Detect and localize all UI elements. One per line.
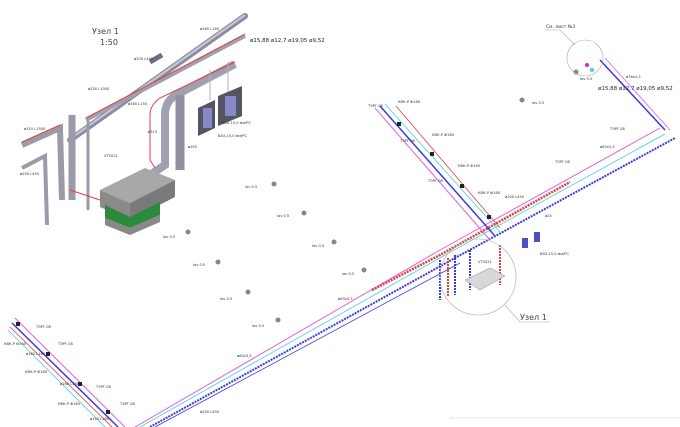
node-1-callout[interactable]: Узел 1 bbox=[520, 313, 547, 322]
node-title: Узел 1 bbox=[92, 27, 119, 36]
valve-label: КВК-Р Ф160 bbox=[4, 342, 27, 346]
condenser-label: ВАЗ-15,0 мм/РС bbox=[218, 134, 247, 138]
unit-label: VTS021 bbox=[478, 260, 492, 264]
dim-label: ø63х3,5 bbox=[600, 145, 615, 149]
node-1-callout-circle bbox=[439, 238, 517, 316]
dim-label: ø315 bbox=[148, 130, 157, 134]
big-duct bbox=[147, 60, 237, 179]
branch-label: ТЭРГ.08 bbox=[367, 104, 383, 108]
sprinkler: lav 0.5 bbox=[312, 239, 337, 248]
node-1-plan bbox=[439, 232, 540, 300]
svg-text:lav 0.5: lav 0.5 bbox=[220, 297, 232, 301]
sprinkler: lav 0.5 bbox=[573, 69, 592, 81]
condenser-label: ВАЗ-15,0 мм/РС bbox=[222, 121, 251, 125]
svg-text:lav 0.5: lav 0.5 bbox=[163, 235, 175, 239]
svg-text:lav 0.5: lav 0.5 bbox=[580, 77, 592, 81]
dim-label: ø200 L450 bbox=[134, 57, 154, 61]
branch-label: ТЭРГ.08 bbox=[35, 325, 51, 329]
horizontal-pipe-blue bbox=[21, 152, 49, 226]
gray-pipe-top-highlight bbox=[69, 14, 246, 140]
branch-label: ТЭРГ.08 bbox=[95, 385, 111, 389]
condenser-unit-2 bbox=[218, 86, 242, 126]
sprinkler: lav 0.5 bbox=[193, 259, 221, 267]
dim-label: ø160 L160 bbox=[26, 352, 46, 356]
dim-label: ø160 L150 bbox=[128, 102, 148, 106]
branch-label: ТЭРГ.08 bbox=[427, 179, 443, 183]
node-1-detail bbox=[20, 13, 248, 235]
dim-label: ø160 L160 bbox=[60, 382, 80, 386]
sheet-ref-circle bbox=[566, 39, 604, 77]
svg-text:lav 0.5: lav 0.5 bbox=[312, 244, 324, 248]
dim-label: ø63х3,5 bbox=[237, 354, 252, 358]
sprinkler: lav 0.5 bbox=[277, 210, 307, 218]
dim-label: ø160 L160 bbox=[200, 27, 220, 31]
connection-red bbox=[69, 189, 101, 201]
big-duct-red bbox=[149, 61, 236, 169]
branch-label: ТЭРГ.08 bbox=[119, 402, 135, 406]
sprinkler: lav 0.5 bbox=[252, 317, 281, 328]
valve-label: КВК-Р Ф160 bbox=[58, 402, 81, 406]
dim-label: ø25 bbox=[545, 214, 552, 218]
branch-label: ТЭРГ.08 bbox=[57, 342, 73, 346]
branch-label: ТЭРГ.08 bbox=[399, 139, 415, 143]
svg-text:lav 0.5: lav 0.5 bbox=[245, 185, 257, 189]
unit-label: VTS021 bbox=[104, 154, 118, 158]
sprinkler: lav 0.5 bbox=[220, 289, 251, 301]
red-edged-pipe-edge bbox=[85, 33, 246, 119]
sprinkler: lav 0.5 bbox=[245, 181, 277, 189]
svg-text:lav 0.5: lav 0.5 bbox=[277, 214, 289, 218]
dim-label: ø315 L1500 bbox=[24, 127, 46, 131]
dim-label: ø200 L450 bbox=[505, 195, 525, 199]
valve-label: КВК-Р Ф160 bbox=[478, 191, 501, 195]
sheet-reference-link[interactable]: См. лист №3 bbox=[546, 24, 575, 30]
node-scale: 1:50 bbox=[100, 38, 118, 47]
valve-label: КВК-Р Ф160 bbox=[458, 164, 481, 168]
sprinklers: lav 0.5 lav 0.5 lav 0.5 lav 0.5 lav 0.5 … bbox=[163, 69, 592, 328]
svg-text:lav 0.5: lav 0.5 bbox=[532, 101, 544, 105]
branch-label: ТЭРГ.08 bbox=[609, 127, 625, 131]
upper-branch bbox=[374, 103, 501, 241]
dim-label: ø63х3,5 bbox=[338, 297, 353, 301]
dim-label: ø76х3,5 bbox=[626, 75, 641, 79]
dim-label: ø250 L1000 bbox=[88, 87, 110, 91]
dim-label: ø200 L450 bbox=[200, 410, 220, 414]
svg-text:lav 0.5: lav 0.5 bbox=[252, 324, 264, 328]
svg-text:lav 0.5: lav 0.5 bbox=[193, 263, 205, 267]
condenser-unit-1 bbox=[198, 100, 215, 136]
condenser-label: ВАЗ-15,0 мм/РС bbox=[540, 252, 569, 256]
main-duct-run bbox=[134, 57, 676, 427]
valve-label: КВК-Р Ф160 bbox=[25, 370, 48, 374]
pipe-sizes: ø15,88 ø12,7 ø19,05 ø9,52 bbox=[598, 86, 673, 92]
dim-label: ø200 L450 bbox=[20, 172, 40, 176]
branch-label: ТЭРГ.08 bbox=[554, 160, 570, 164]
svg-text:lav 0.5: lav 0.5 bbox=[342, 272, 354, 276]
valve-label: КВК-Р Ф160 bbox=[432, 133, 455, 137]
dim-label: ø160 L160 bbox=[90, 417, 110, 421]
sprinkler: lav 0.5 bbox=[342, 267, 367, 276]
pipe-sizes: ø15,88 ø12,7 ø19,05 ø9,52 bbox=[250, 38, 325, 44]
valve-label: КВК-Р Ф160 bbox=[398, 100, 421, 104]
red-edged-pipe bbox=[85, 34, 246, 122]
horizontal-pipe-red bbox=[20, 123, 65, 201]
lower-left-branch bbox=[7, 317, 126, 427]
sprinkler: lav 0.5 bbox=[519, 97, 544, 105]
stub-pipe bbox=[148, 52, 164, 65]
horizontal-pipe-red-edge bbox=[21, 124, 61, 143]
air-handling-unit bbox=[100, 168, 175, 235]
sprinkler: lav 0.5 bbox=[163, 229, 191, 239]
dim-label: ø355 bbox=[188, 145, 197, 149]
